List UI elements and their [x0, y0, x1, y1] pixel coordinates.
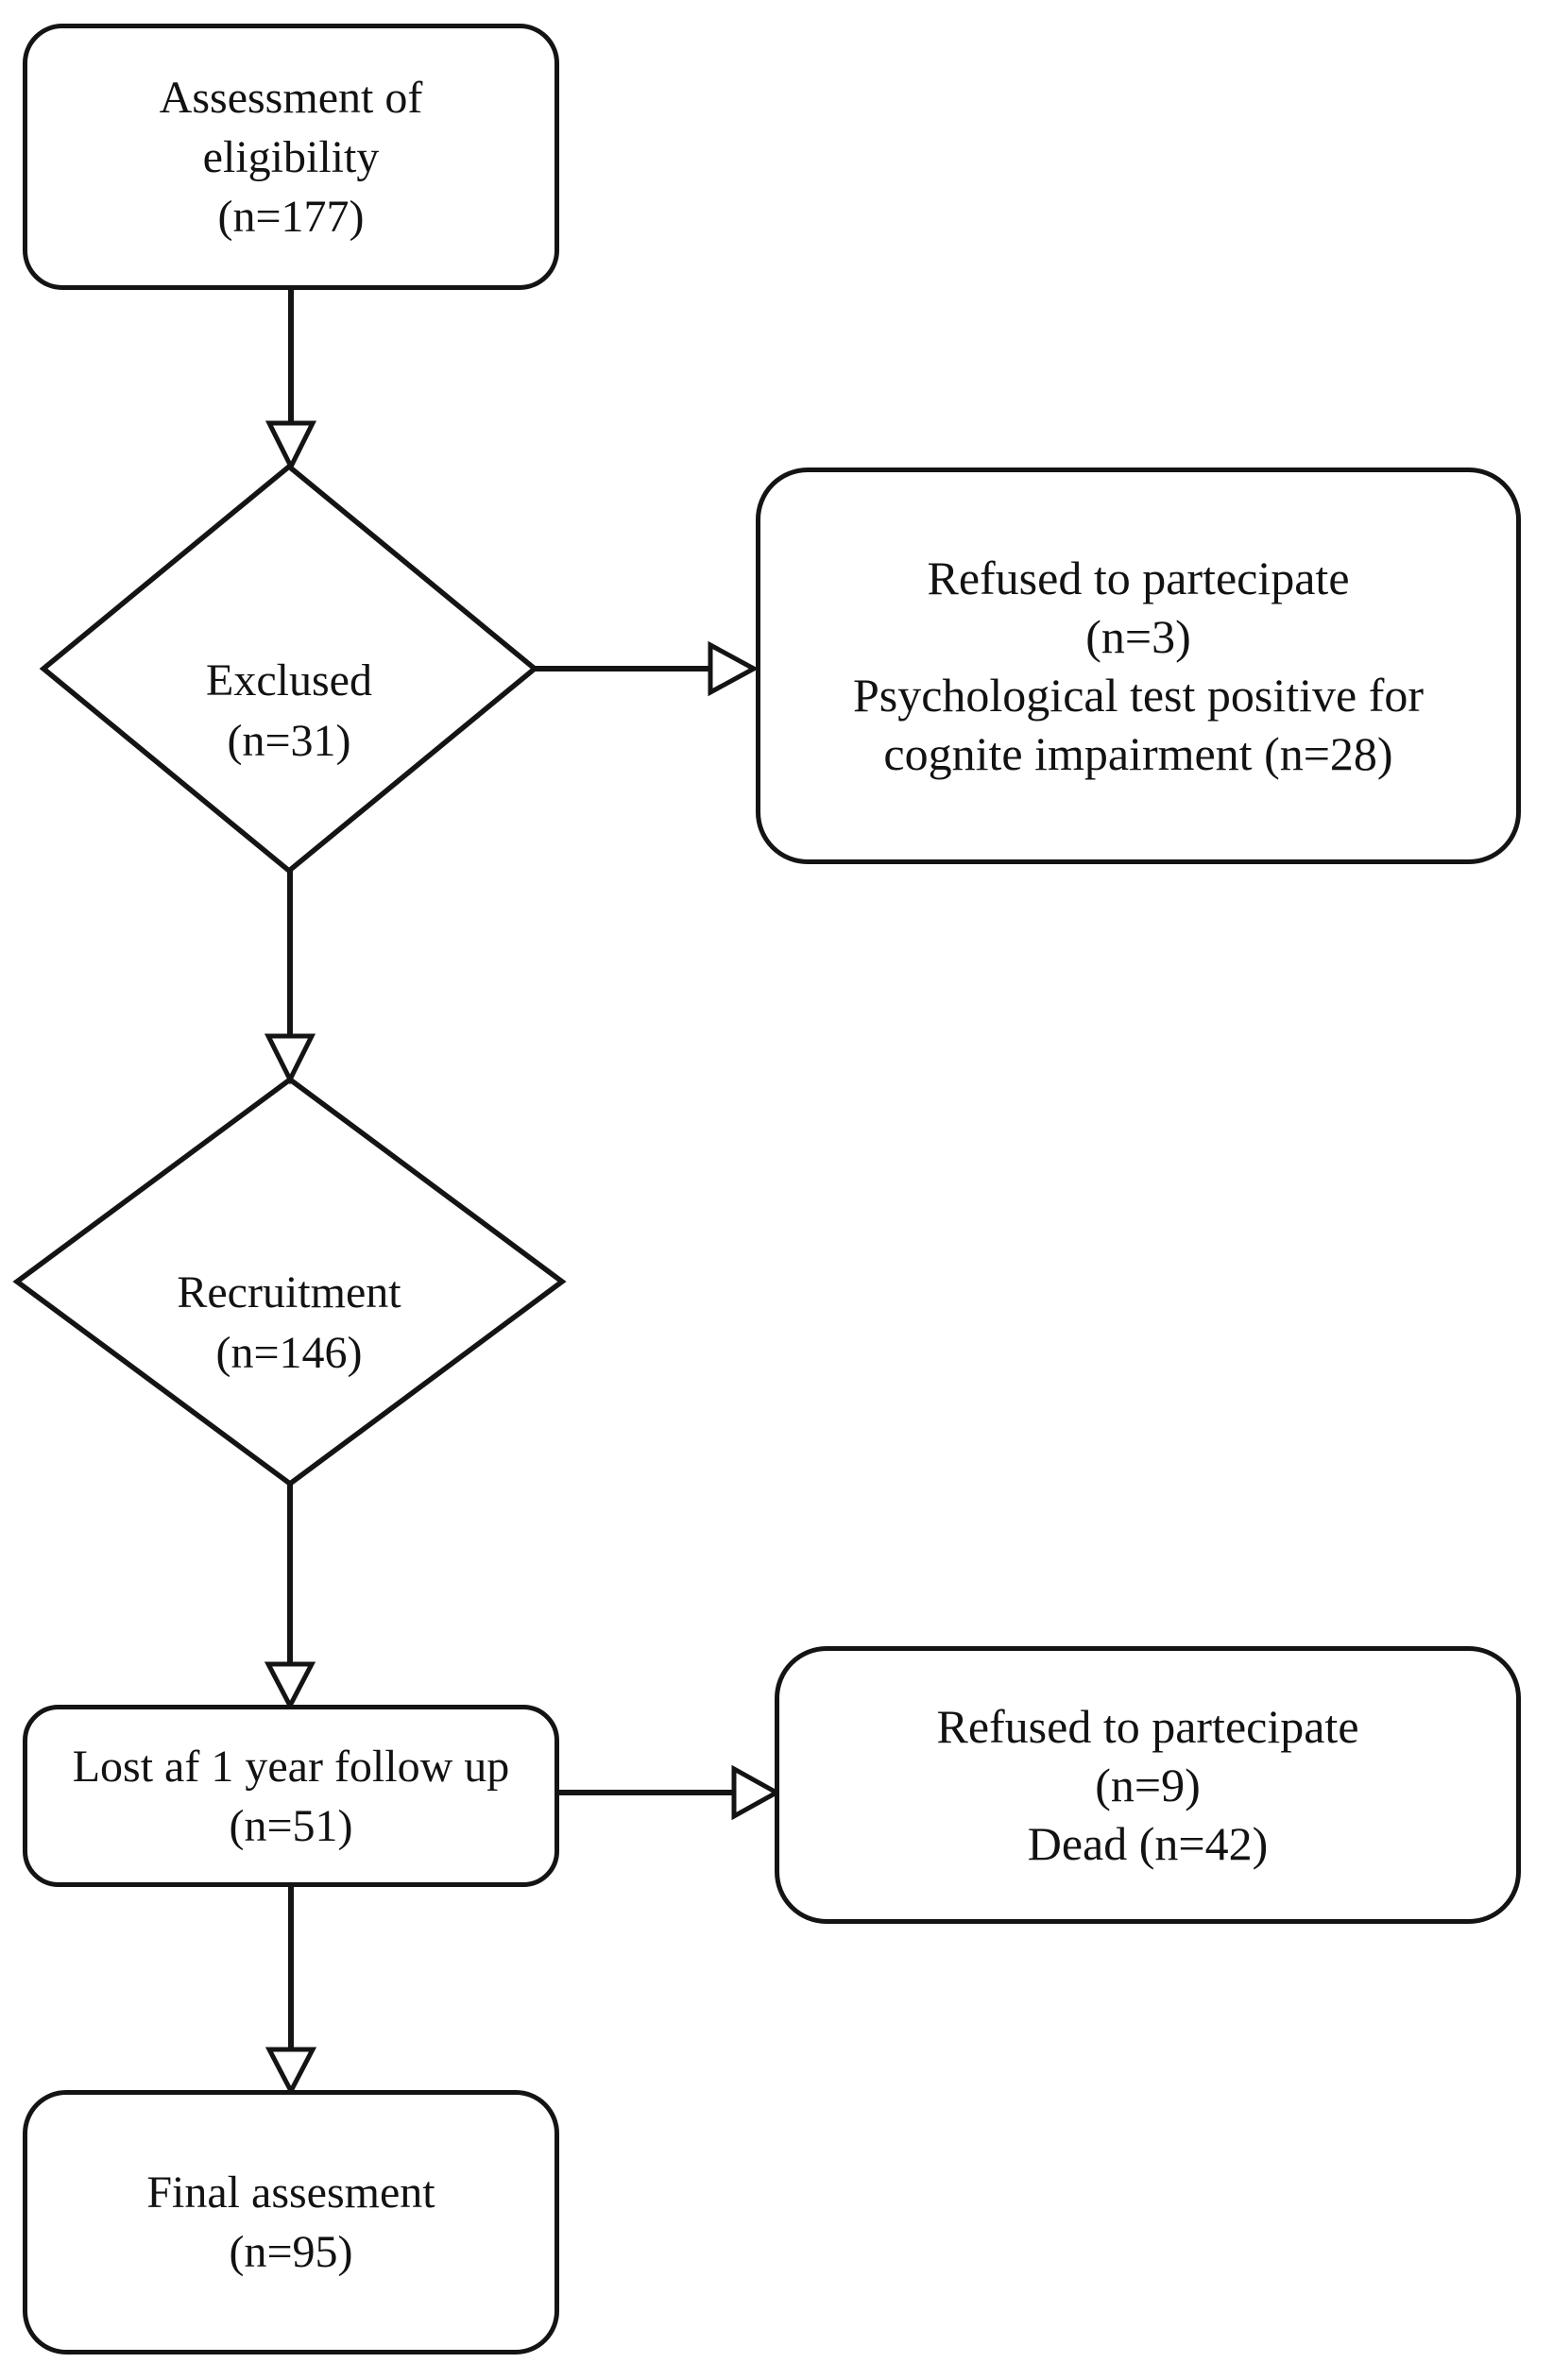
flow-node-exclused-label: Exclused (n=31): [53, 590, 525, 806]
arrowhead-down-icon: [265, 420, 317, 472]
flow-node-refused-dead: Refused to partecipate (n=9) Dead (n=42): [775, 1646, 1521, 1924]
node-label-line: cognite impairment (n=28): [883, 727, 1393, 780]
node-label-line: Recruitment: [177, 1267, 401, 1318]
flow-node-recruitment-label: Recruitment (n=146): [53, 1204, 525, 1418]
node-label-line: Assessment of: [159, 72, 423, 123]
node-label-line: Exclused: [206, 655, 372, 706]
node-label-line: (n=3): [1085, 610, 1191, 663]
node-label-line: Final assesment: [146, 2168, 435, 2218]
flow-node-assessment-eligibility: Assessment of eligibility (n=177): [23, 24, 559, 290]
node-label-line: Refused to partecipate: [936, 1700, 1359, 1753]
node-label-line: (n=9): [1095, 1759, 1201, 1811]
node-label-line: Refused to partecipate: [927, 552, 1350, 604]
node-label-line: (n=146): [215, 1328, 363, 1378]
node-label-line: (n=177): [217, 191, 365, 242]
arrowhead-down-icon: [265, 2047, 317, 2097]
node-label-line: (n=95): [229, 2227, 353, 2277]
flow-node-final-assesment: Final assesment (n=95): [23, 2090, 559, 2354]
flow-node-refused-psychological: Refused to partecipate (n=3) Psychologic…: [756, 468, 1521, 864]
node-label-line: Dead (n=42): [1027, 1817, 1269, 1870]
flow-node-lost-followup: Lost af 1 year follow up (n=51): [23, 1705, 559, 1887]
arrowhead-right-icon: [731, 1764, 782, 1821]
arrowhead-right-icon: [708, 640, 759, 697]
node-label-line: (n=51): [229, 1800, 353, 1851]
arrowhead-down-icon: [264, 1661, 316, 1711]
node-label-line: Lost af 1 year follow up: [72, 1741, 510, 1792]
node-label-line: Psychological test positive for: [852, 669, 1425, 722]
arrowhead-down-icon: [264, 1033, 316, 1085]
node-label-line: eligibility: [202, 131, 380, 182]
node-label-line: (n=31): [227, 716, 351, 766]
